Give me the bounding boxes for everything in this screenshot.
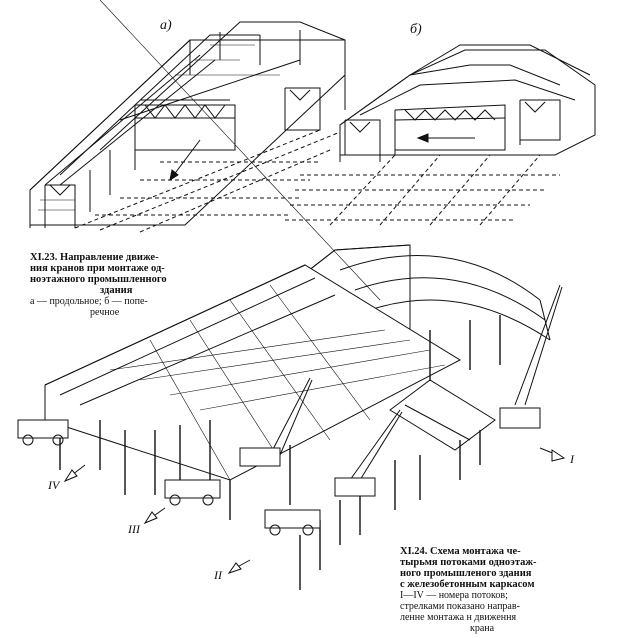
truck-2 [164,479,221,506]
caption-xi24-legend-2: стрелками показано направ- [400,601,520,612]
figure-a-label: а) [160,18,172,33]
building-sketch-b [285,44,596,226]
flow-label-I: I [570,452,574,466]
crane-2 [334,409,403,497]
caption-xi24-legend-3: ленне монтажа н движення [400,612,517,623]
truck-1 [17,419,69,446]
flow-arrow-IV [63,464,86,483]
caption-xi23: XI.23. Направление движе- ния кранов при… [30,252,220,318]
caption-xi23-heading-1: XI.23. Направление движе- [30,252,159,263]
flow-label-III: III [128,522,140,536]
figure-b-label: б) [410,22,422,37]
caption-xi24-heading-4: с железобетонным каркасом [400,579,535,590]
caption-xi24-heading-2: тырьмя потоками одноэтаж- [400,557,537,568]
caption-xi23-heading-3: ноэтажного промышленного [30,274,167,285]
caption-xi24-heading-1: XI.24. Схема монтажа че- [400,546,521,557]
flow-label-IV: IV [48,478,60,492]
caption-xi23-legend-1: а — продольное; б — попе- [30,296,148,307]
caption-xi24: XI.24. Схема монтажа че- тырьмя потоками… [400,546,600,634]
caption-xi23-legend-2: речное [90,307,120,318]
caption-xi24-legend-1: I—IV — номера потоков; [400,590,508,601]
crane-3 [499,284,563,429]
crane-1 [239,377,313,467]
building-perspective-xi24 [17,0,566,590]
truck-3 [264,509,321,536]
flow-arrow-II [227,559,251,574]
flow-label-II: II [214,568,222,582]
building-sketch-a [29,21,346,233]
caption-xi24-heading-3: ного промышленого здания [400,568,532,579]
caption-xi23-heading-4: здания [100,285,133,296]
flow-arrow-I [539,447,566,462]
caption-xi23-heading-2: ния кранов при монтаже од- [30,263,165,274]
flow-arrow-III [143,507,166,525]
caption-xi24-legend-4: крана [470,623,495,634]
